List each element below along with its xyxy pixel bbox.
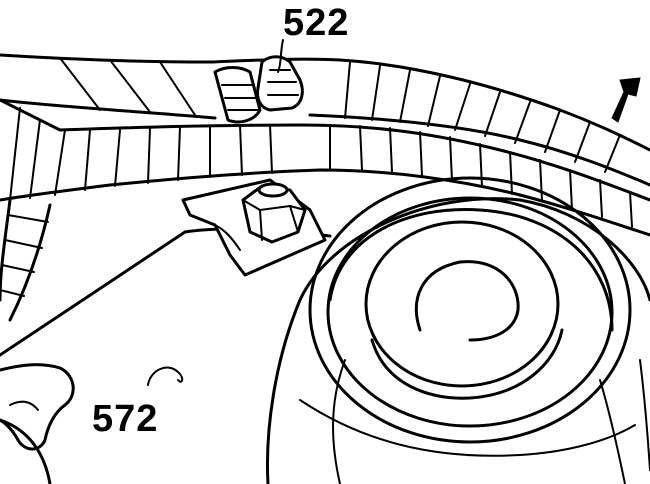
wiring-harness-branch <box>0 198 52 322</box>
harness-clip <box>213 55 304 124</box>
strut-mount-rings <box>299 176 650 484</box>
callout-label-572: 572 <box>92 398 159 440</box>
hose-fitting <box>0 363 75 451</box>
arrow-icon <box>611 77 641 123</box>
bolt-bracket <box>181 178 327 277</box>
callout-label-522: 522 <box>283 2 350 44</box>
leader-line-572 <box>147 366 184 386</box>
wiring-harness-upper <box>0 53 650 187</box>
leader-line-522 <box>277 39 284 73</box>
wiring-harness-lower <box>0 98 650 237</box>
